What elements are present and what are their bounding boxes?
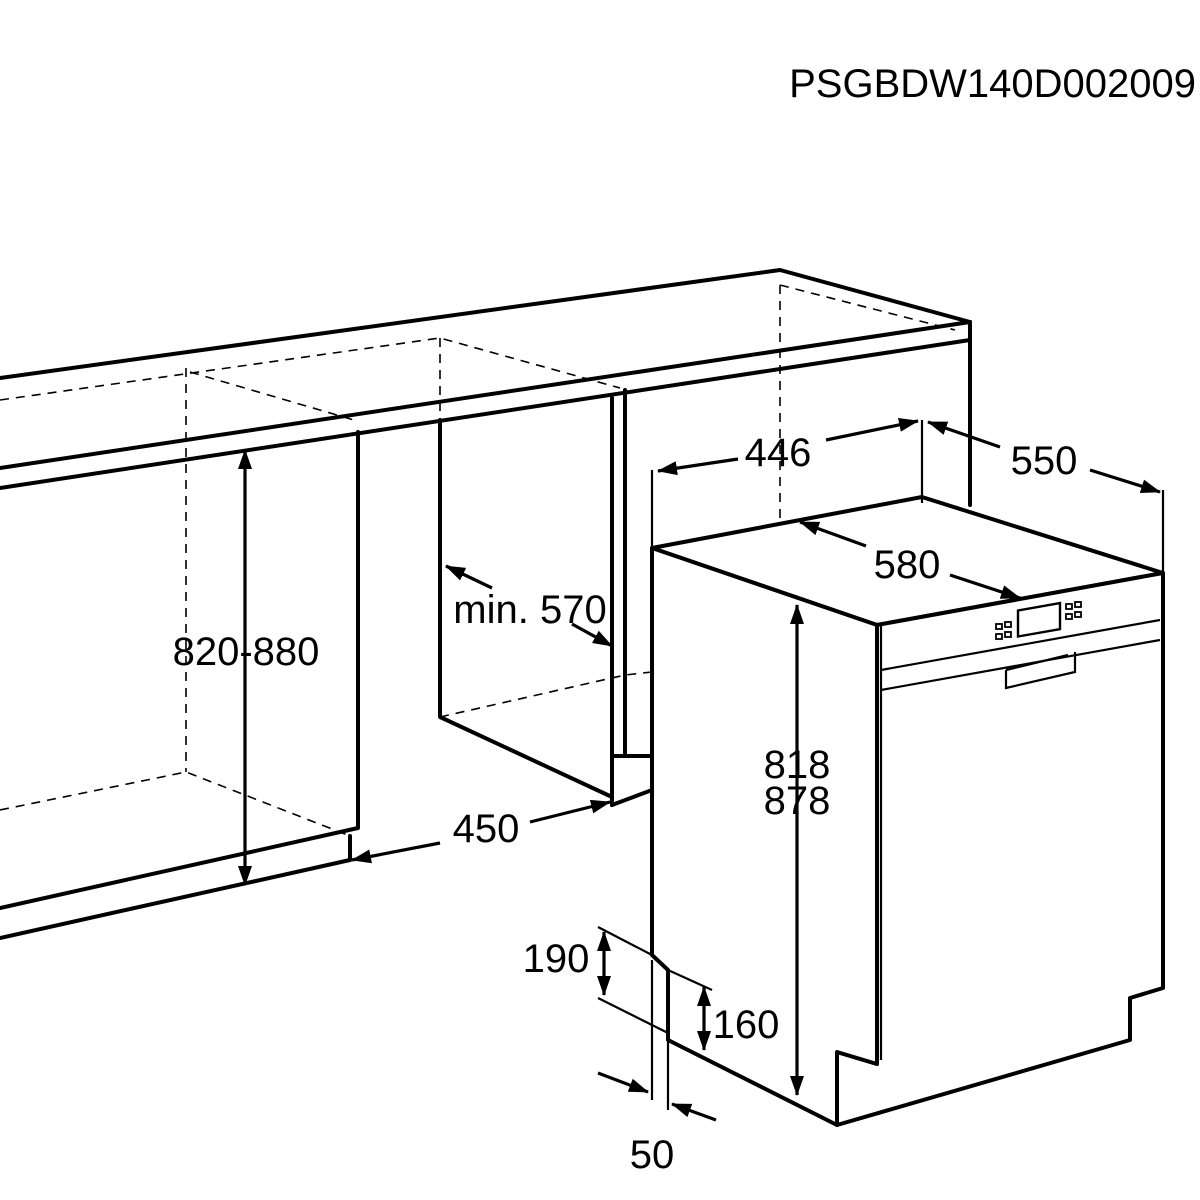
- document-code: PSGBDW140D002009: [789, 62, 1196, 106]
- appliance-height-min-label: 818: [764, 743, 831, 787]
- kitchen-worktop: [0, 268, 972, 520]
- door-open-depth-label: 580: [874, 543, 941, 587]
- plinth-min-label: 160: [713, 1003, 780, 1047]
- niche-right-cabinet: [438, 338, 654, 807]
- niche-width-label: 450: [453, 807, 520, 851]
- dishwasher: [650, 495, 1165, 1127]
- appliance-width-label: 446: [745, 431, 812, 475]
- left-cabinet: [0, 368, 360, 940]
- dimension-lines: [238, 417, 1165, 1122]
- plinth-max-label: 190: [523, 937, 590, 981]
- appliance-depth-label: 550: [1011, 439, 1078, 483]
- control-buttons-icon: [995, 601, 1082, 640]
- niche-height-label: 820-880: [173, 630, 320, 674]
- appliance-height-max-label: 878: [764, 779, 831, 823]
- niche-depth-label: min. 570: [453, 588, 606, 632]
- plinth-setback-label: 50: [630, 1133, 675, 1177]
- display-icon: [1016, 601, 1062, 638]
